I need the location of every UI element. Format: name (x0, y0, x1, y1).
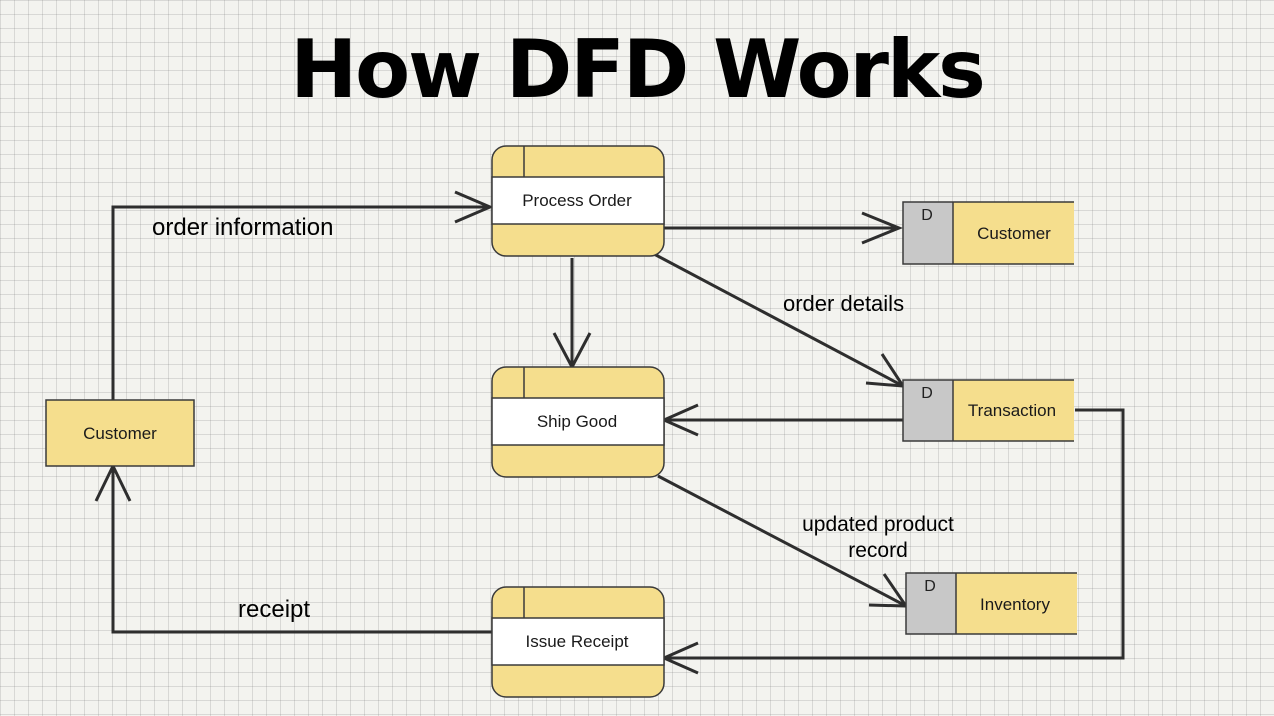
process-order: Process Order (491, 145, 665, 257)
flow-label-order-details: order details (783, 291, 904, 316)
external-entity-customer-label: Customer (83, 424, 157, 443)
arrowhead-order-information (454, 190, 494, 224)
flow-updated-product-line (657, 474, 907, 608)
process-ship-good: Ship Good (491, 366, 665, 478)
data-store-inventory-label: Inventory (980, 595, 1050, 614)
flow-label-receipt: receipt (238, 596, 310, 623)
flow-order-details-line (653, 252, 904, 388)
data-store-customer: D Customer (902, 201, 1074, 265)
process-issue-receipt-label: Issue Receipt (526, 632, 629, 651)
data-store-inventory: D Inventory (905, 572, 1077, 635)
process-issue-receipt: Issue Receipt (491, 586, 665, 698)
flow-order-information-line (111, 205, 490, 400)
external-entity-customer: Customer (45, 399, 195, 467)
data-store-customer-id: D (921, 207, 933, 224)
data-store-transaction: D Transaction (902, 379, 1074, 442)
flow-label-updated-product-line2: record (848, 539, 908, 562)
data-store-customer-label: Customer (977, 224, 1051, 243)
data-store-transaction-label: Transaction (968, 401, 1056, 420)
diagram-title: How DFD Works (290, 23, 986, 116)
flow-label-order-information: order information (152, 214, 333, 241)
flow-label-updated-product-line1: updated product (802, 513, 954, 536)
data-store-transaction-id: D (921, 385, 933, 402)
flow-transaction-to-receipt-line (664, 408, 1125, 660)
arrowhead-customer-store (861, 211, 903, 245)
process-ship-good-label: Ship Good (537, 412, 617, 431)
data-store-inventory-id: D (924, 578, 936, 595)
flow-receipt-line (111, 466, 492, 634)
process-order-label: Process Order (522, 191, 632, 210)
